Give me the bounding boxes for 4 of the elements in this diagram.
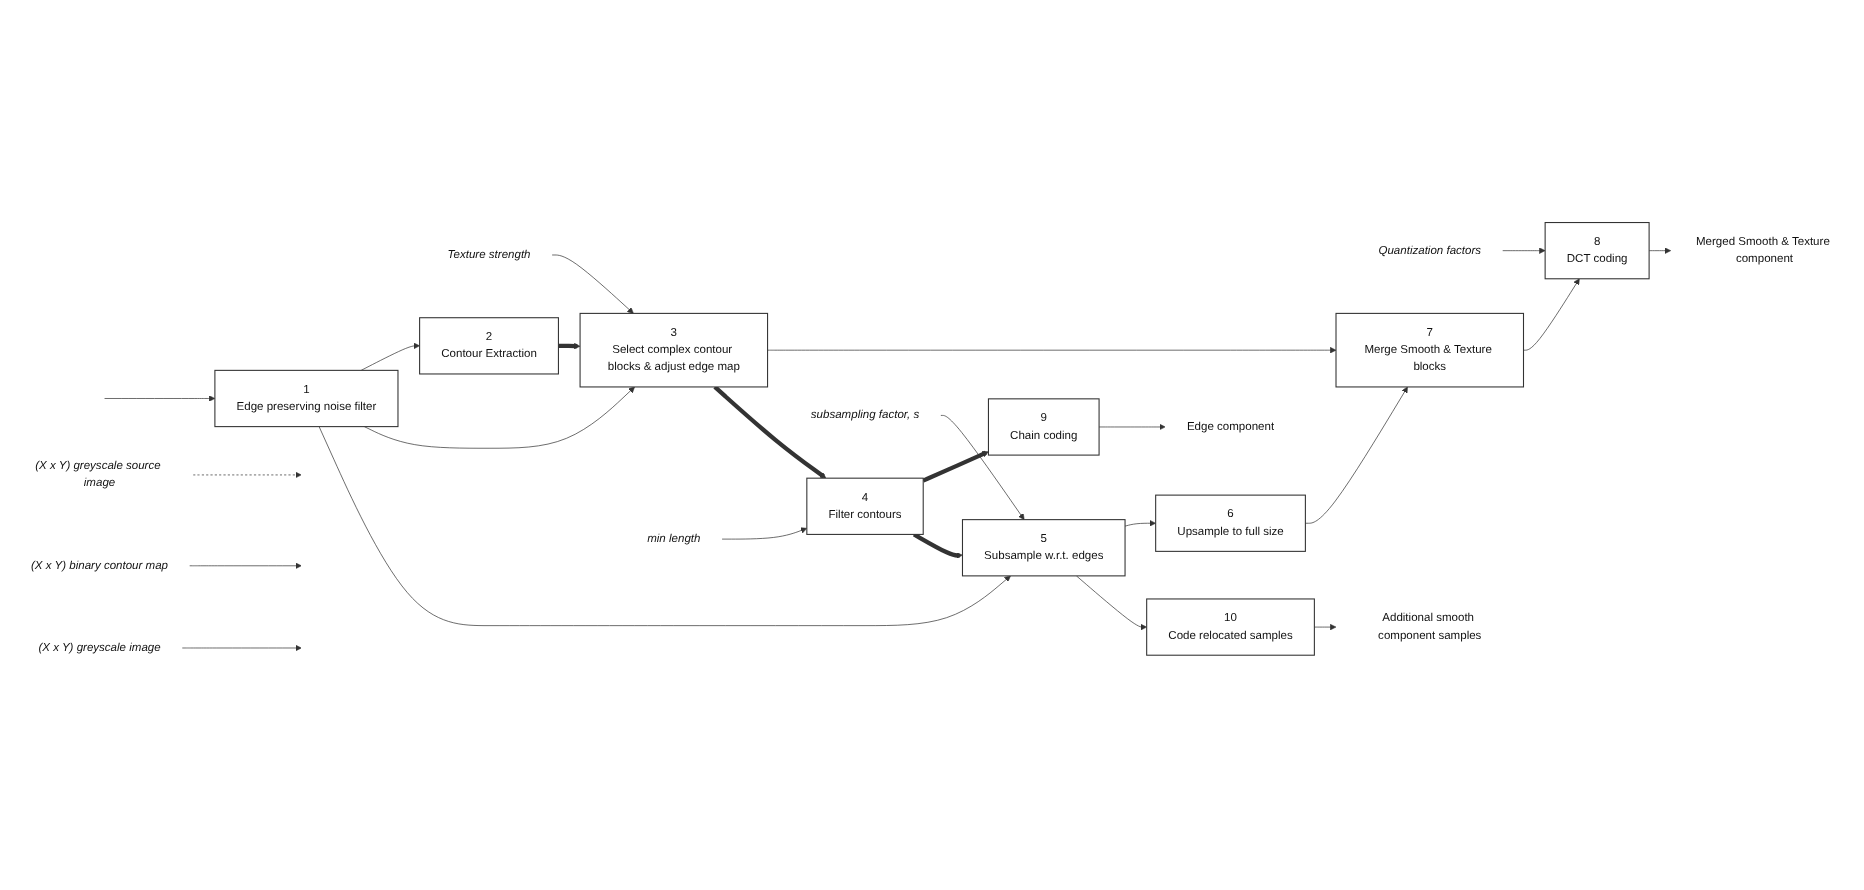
arrow: [713, 385, 827, 479]
arrow: [558, 342, 581, 350]
arrow: [912, 532, 963, 559]
arrow: [922, 450, 989, 483]
